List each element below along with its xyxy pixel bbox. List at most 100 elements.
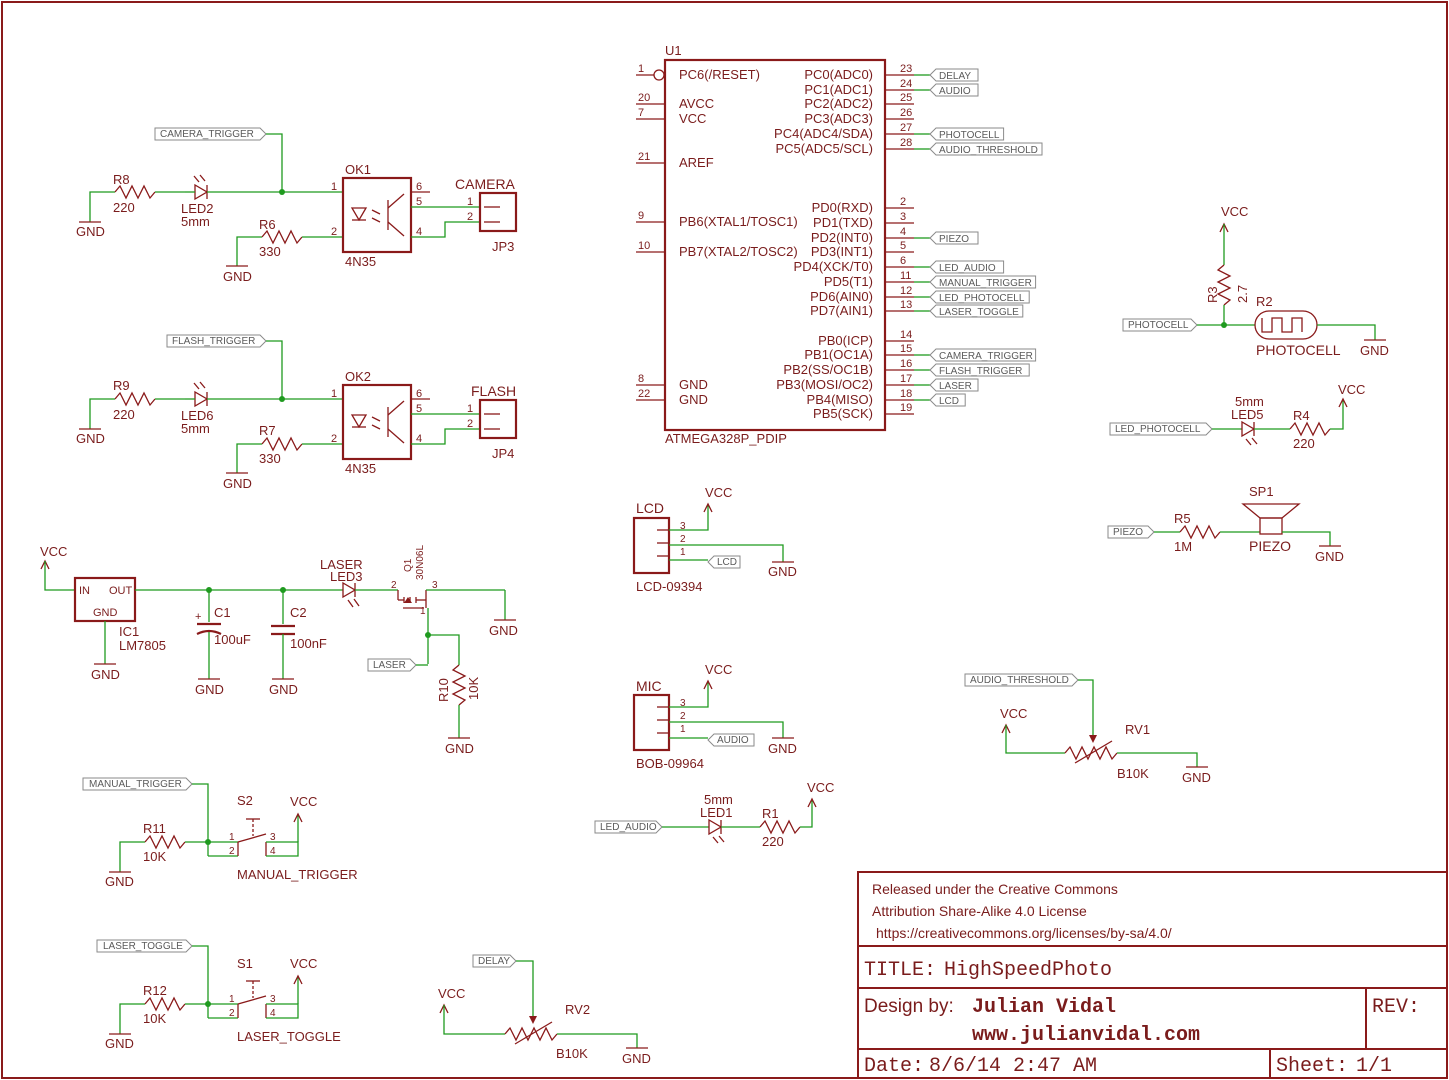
led1-value: 5mm [704,792,733,807]
r2-value: PHOTOCELL [1256,342,1341,358]
designer: Julian Vidal [972,996,1116,1019]
u1-net-label: FLASH_TRIGGER [939,366,1022,377]
s2-label: S2 [237,793,253,808]
license-line1: Released under the Creative Commons [872,881,1118,897]
sp1-label: SP1 [1249,484,1274,499]
s2-pin2: 2 [229,846,235,857]
u1-pin-label: PD7(AIN1) [810,303,873,318]
ic1-label: IC1 [119,624,139,639]
u1-pin-label: PC3(ADC3) [804,111,873,126]
c2-value: 100nF [290,636,327,651]
net-label-tag [929,260,1005,274]
mic-pin2: 2 [680,711,686,722]
u1-pin-label: PC5(ADC5/SCL) [775,141,873,156]
u1-pin-number: 16 [900,358,912,370]
u1-pin-number: 17 [900,373,912,385]
rv1-value: B10K [1117,766,1149,781]
jp3-pin2: 2 [467,211,473,223]
u1-pin-label: PD5(T1) [824,274,873,289]
gnd-label: GND [195,682,224,697]
c1-value: 100uF [214,632,251,647]
u1-pin-label: GND [679,377,708,392]
net-camera-trigger: CAMERA_TRIGGER [160,129,254,140]
q1-pin3: 3 [432,580,438,591]
u1-pin-label: PD0(RXD) [812,200,873,215]
flash-trigger-circuit: FLASH_TRIGGER R9 220 LED6 5mm GND R7 330… [76,334,518,491]
u1-name: U1 [665,43,682,58]
sp1-value: PIEZO [1249,538,1291,554]
title-value: HighSpeedPhoto [944,959,1112,982]
led-audio-circuit: LED_AUDIO 5mm LED1 VCC R1 220 [594,780,834,849]
net-led-photocell: LED_PHOTOCELL [1115,424,1201,435]
u1-pin-number: 2 [900,196,906,208]
title-block: Released under the Creative Commons Attr… [857,871,1448,1079]
ok2-pin2: 2 [331,433,337,445]
net-audio: AUDIO [717,735,749,746]
net-label-tag [929,378,979,392]
net-photocell: PHOTOCELL [1128,320,1189,331]
lcd-pin1: 1 [680,547,686,558]
u1-part: ATMEGA328P_PDIP [665,431,787,446]
u1-pin-label: PB0(ICP) [818,333,873,348]
r1-value: 220 [762,834,784,849]
r2-label: R2 [1256,294,1273,309]
jp4-title: FLASH [471,383,516,399]
s2-pin1: 1 [229,832,235,843]
gnd-label: GND [269,682,298,697]
u1-pin-number: 20 [638,92,650,104]
ok2-pin5: 5 [416,403,422,415]
s2-caption: MANUAL_TRIGGER [237,867,358,882]
net-audio-threshold: AUDIO_THRESHOLD [970,675,1069,686]
led3-label: LED3 [330,569,363,584]
r11-label: R11 [143,821,166,836]
vcc-label: VCC [1221,204,1248,219]
u1-pin-number: 1 [638,63,644,75]
reg-in: IN [79,585,90,597]
c1-label: C1 [214,605,231,620]
license-line2: Attribution Share-Alike 4.0 License [872,903,1087,919]
gnd-label: GND [1315,549,1344,564]
lcd-pin2: 2 [680,534,686,545]
u1-pin-number: 11 [900,270,911,282]
net-piezo: PIEZO [1113,527,1143,538]
led5-label: LED5 [1231,407,1264,422]
u1-right-pins: 23PC0(ADC0)DELAY24PC1(ADC1)AUDIO25PC2(AD… [774,63,1043,421]
u1-pin-number: 5 [900,240,906,252]
jp4-label: JP4 [492,446,514,461]
s1-label: S1 [237,956,253,971]
r5-value: 1M [1174,539,1192,554]
vcc-label: VCC [705,485,732,500]
u1-pin-label: PD1(TXD) [813,215,873,230]
mic-part: BOB-09964 [636,756,704,771]
r5-label: R5 [1174,511,1191,526]
s1-pin1: 1 [229,994,235,1005]
piezo-circuit: PIEZO R5 1M SP1 PIEZO GND [1107,484,1344,564]
vcc-label: VCC [40,544,67,559]
r4-label: R4 [1293,408,1310,423]
ok2-label: OK2 [345,369,371,384]
led2-label: LED2 [181,201,214,216]
u1-pin-label: PC6(/RESET) [679,67,760,82]
camera-trigger-circuit: CAMERA_TRIGGER R8 220 LED2 5mm GND R6 33… [76,127,518,284]
jp3-title: CAMERA [455,176,516,192]
lcd-part: LCD-09394 [636,579,703,594]
s2-pin3: 3 [270,832,276,843]
u1-pin-label: VCC [679,111,706,126]
q1-pin2: 2 [391,580,397,591]
s1-pin4: 4 [270,1008,276,1019]
s1-caption: LASER_TOGGLE [237,1029,341,1044]
s1-pin3: 3 [270,994,276,1005]
ok1-pin6: 6 [416,181,422,193]
gnd-label: GND [223,476,252,491]
mic-pin3: 3 [680,698,686,709]
lcd-title: LCD [636,500,664,516]
ok1-label: OK1 [345,162,371,177]
jp4-pin2: 2 [467,418,473,430]
led1-label: LED1 [700,805,733,820]
led3-title: LASER [320,557,363,572]
u1-net-label: MANUAL_TRIGGER [939,278,1032,289]
u1-net-label: AUDIO_THRESHOLD [939,145,1038,156]
s1-pin2: 2 [229,1008,235,1019]
u1-pin-label: PD6(AIN0) [810,289,873,304]
